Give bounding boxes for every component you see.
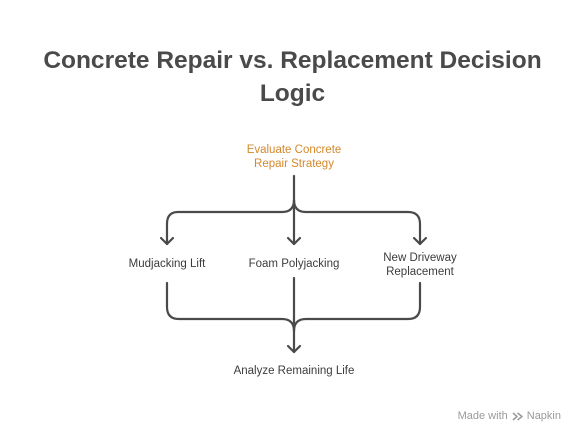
diagram-title-line-1: Concrete Repair vs. Replacement Decision <box>43 47 542 74</box>
branch-connector-mudjacking <box>165 198 296 246</box>
node-mudjacking-lift-label: Mudjacking Lift <box>128 258 206 270</box>
arrowhead-replacement <box>412 236 428 246</box>
branch-connector-replacement <box>292 198 422 246</box>
node-foam-polyjacking-label: Foam Polyjacking <box>248 258 340 270</box>
arrowhead-result <box>286 344 302 354</box>
diagram-title-line-2: Logic <box>259 80 326 107</box>
node-evaluate-strategy-line-1: Evaluate Concrete <box>246 144 342 156</box>
node-evaluate-strategy: Evaluate Concrete Repair Strategy <box>224 143 364 171</box>
node-new-driveway-line-1: New Driveway <box>383 252 457 264</box>
node-new-driveway-line-2: Replacement <box>386 266 454 278</box>
arrowhead-mudjacking <box>159 236 175 246</box>
merge-connector-replacement <box>292 281 422 333</box>
diagram-title: Concrete Repair vs. Replacement Decision… <box>0 44 585 110</box>
node-evaluate-strategy-line-2: Repair Strategy <box>254 158 334 170</box>
node-foam-polyjacking: Foam Polyjacking <box>234 257 354 271</box>
node-analyze-remaining-life-label: Analyze Remaining Life <box>233 365 355 377</box>
node-analyze-remaining-life: Analyze Remaining Life <box>214 364 374 378</box>
watermark-brand: Napkin <box>526 410 561 422</box>
node-new-driveway-replacement: New Driveway Replacement <box>360 251 480 279</box>
napkin-watermark[interactable]: Made with Napkin <box>458 410 561 422</box>
napkin-logo-icon <box>512 411 523 421</box>
merge-connector-mudjacking <box>165 281 296 333</box>
node-mudjacking-lift: Mudjacking Lift <box>107 257 227 271</box>
watermark-prefix: Made with <box>457 410 508 422</box>
arrowhead-polyjacking <box>286 236 302 246</box>
